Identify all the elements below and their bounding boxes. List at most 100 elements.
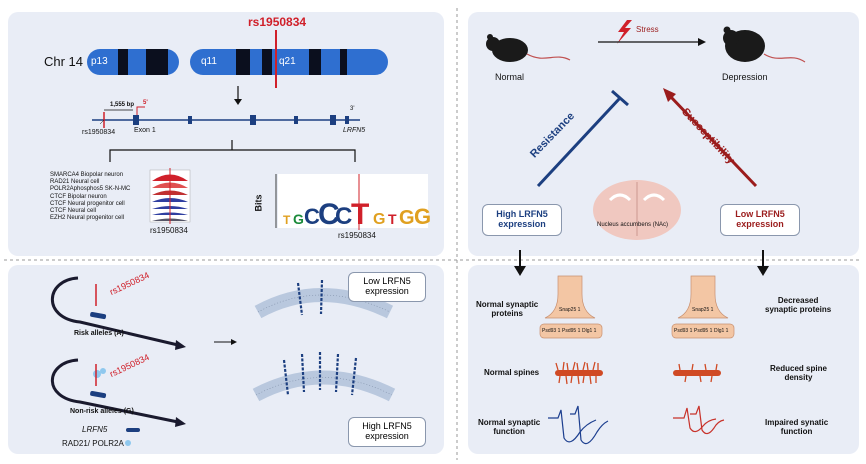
legend-pol-swatch [125, 440, 131, 446]
nac-label: Nucleus accumbens (NAc) [597, 222, 669, 228]
low-expression-box: Low LRFN5 expression [348, 272, 426, 302]
membrane-low [254, 279, 394, 319]
stress-label: Stress [636, 25, 659, 34]
normal-function-label: Normal synaptic function [478, 418, 540, 436]
svg-text:C: C [335, 203, 352, 230]
impaired-fn-line2: function [780, 427, 813, 436]
track-label-2: RAD21 Neural cell [50, 179, 100, 185]
snp-top-label: rs1950834 [248, 15, 307, 29]
outcomes-panel [468, 265, 859, 454]
motif-snp-label: rs1950834 [338, 231, 376, 240]
dna-loop-risk [51, 276, 186, 350]
high-expression-box: High LRFN5 expression [348, 417, 426, 447]
svg-text:C: C [304, 204, 320, 229]
normal-synaptic-proteins-label: Normal synaptic proteins [476, 300, 538, 318]
stress-high-line2: expression [498, 219, 546, 229]
chromosome-14 [87, 30, 388, 88]
legend-pol-label: RAD21/ POLR2A [62, 439, 124, 448]
waveform-normal-icon [548, 405, 609, 445]
band-q21: q21 [279, 56, 296, 67]
normal-syn-line2: proteins [491, 309, 523, 318]
track-label-3: POLR2Aphosphos5 SK-N-MC [50, 186, 131, 192]
exon-label: Exon 1 [134, 127, 156, 134]
pre-protein-left: Snap25 1 [559, 307, 581, 313]
decreased-synaptic-proteins-label: Decreased synaptic proteins [765, 296, 831, 314]
track-label-6: CTCF Neural cell [50, 208, 97, 214]
high-box-line1: High LRFN5 [362, 421, 412, 431]
bits-axis-label: Bits [253, 194, 264, 212]
spines-reduced-icon [673, 363, 721, 383]
low-box-line1: Low LRFN5 [363, 276, 411, 286]
scale-label: 1,555 bp [110, 102, 135, 108]
svg-text:G: G [373, 211, 385, 228]
resistance-arrow [536, 96, 622, 188]
mouse-depression-icon [723, 26, 806, 63]
synapse-decreased-icon [671, 275, 735, 339]
svg-text:T: T [283, 213, 291, 227]
track-snp-label: rs1950834 [150, 226, 188, 235]
decreased-syn-line1: Decreased [777, 296, 819, 305]
chip-tracks [149, 168, 191, 224]
lightning-icon [617, 20, 632, 44]
dna-loop-nonrisk [51, 358, 186, 427]
stress-low-box: Low LRFN5 expression [720, 204, 800, 236]
svg-text:G: G [293, 211, 304, 227]
svg-text:T: T [351, 198, 369, 231]
impaired-fn-line1: Impaired synatic [765, 418, 829, 427]
track-label-4: CTCF Bipolar neuron [50, 194, 107, 200]
membrane-high [252, 352, 396, 402]
post-protein-right-3: Dlg1 1 [714, 328, 729, 334]
legend-gene-swatch [126, 428, 140, 432]
gene-name-label: LRFN5 [343, 127, 366, 134]
synapse-normal-icon [539, 275, 603, 339]
chromosome-label: Chr 14 [44, 54, 84, 69]
nonrisk-allele-label: Non-risk alleles (G) [70, 408, 134, 415]
reduced-spine-label: Reduced spine density [770, 364, 827, 382]
reduced-spine-line1: Reduced spine [770, 364, 827, 373]
waveform-impaired-icon [673, 405, 725, 435]
normal-syn-line1: Normal synaptic [476, 300, 539, 309]
post-protein-left-1: Psd93 1 [542, 328, 561, 334]
susceptibility-arrow [668, 94, 758, 188]
band-q11: q11 [201, 56, 217, 67]
three-prime-label: 3' [350, 106, 355, 112]
post-protein-left-3: Dlg1 1 [582, 328, 597, 334]
low-box-line2: expression [365, 286, 409, 296]
snp-gene-label: rs1950834 [82, 129, 116, 136]
brain-nac-icon [593, 180, 681, 240]
svg-text:T: T [388, 211, 397, 227]
motif-logo [275, 174, 428, 230]
legend-gene-label: LRFN5 [82, 425, 108, 434]
five-prime-label: 5' [143, 100, 148, 106]
normal-mouse-label: Normal [495, 72, 525, 82]
svg-text:C: C [318, 198, 340, 231]
depression-mouse-label: Depression [722, 72, 768, 82]
track-label-1: SMARCA4 Biopolar neuron [50, 172, 124, 178]
band-p13: p13 [91, 56, 108, 67]
risk-allele-label: Risk alleles (A) [74, 330, 124, 337]
pre-protein-right: Snap25 1 [692, 307, 714, 313]
spines-normal-icon [555, 361, 603, 385]
post-protein-left-2: Psd95 1 [562, 328, 581, 334]
stress-high-box: High LRFN5 expression [482, 204, 562, 236]
reduced-spine-line2: density [784, 373, 813, 382]
normal-spines-label: Normal spines [484, 368, 540, 377]
svg-text:G: G [399, 207, 415, 229]
stress-high-line1: High LRFN5 [496, 209, 548, 219]
track-label-5: CTCF Neural progenitor cell [50, 201, 125, 207]
stress-low-line2: expression [736, 219, 784, 229]
decreased-syn-line2: synaptic proteins [765, 305, 832, 314]
gene-structure [92, 106, 360, 128]
impaired-function-label: Impaired synatic function [765, 418, 828, 436]
post-protein-right-1: Psd93 1 [674, 328, 693, 334]
track-label-7: EZH2 Neural progenitor cell [50, 215, 125, 221]
stress-low-line1: Low LRFN5 [735, 209, 785, 219]
post-protein-right-2: Psd95 1 [694, 328, 713, 334]
zoom-bracket [109, 149, 356, 162]
high-box-line2: expression [365, 431, 409, 441]
mouse-normal-icon [486, 34, 571, 62]
svg-text:G: G [414, 204, 431, 229]
normal-fn-line2: function [493, 427, 525, 436]
normal-fn-line1: Normal synaptic [478, 418, 541, 427]
